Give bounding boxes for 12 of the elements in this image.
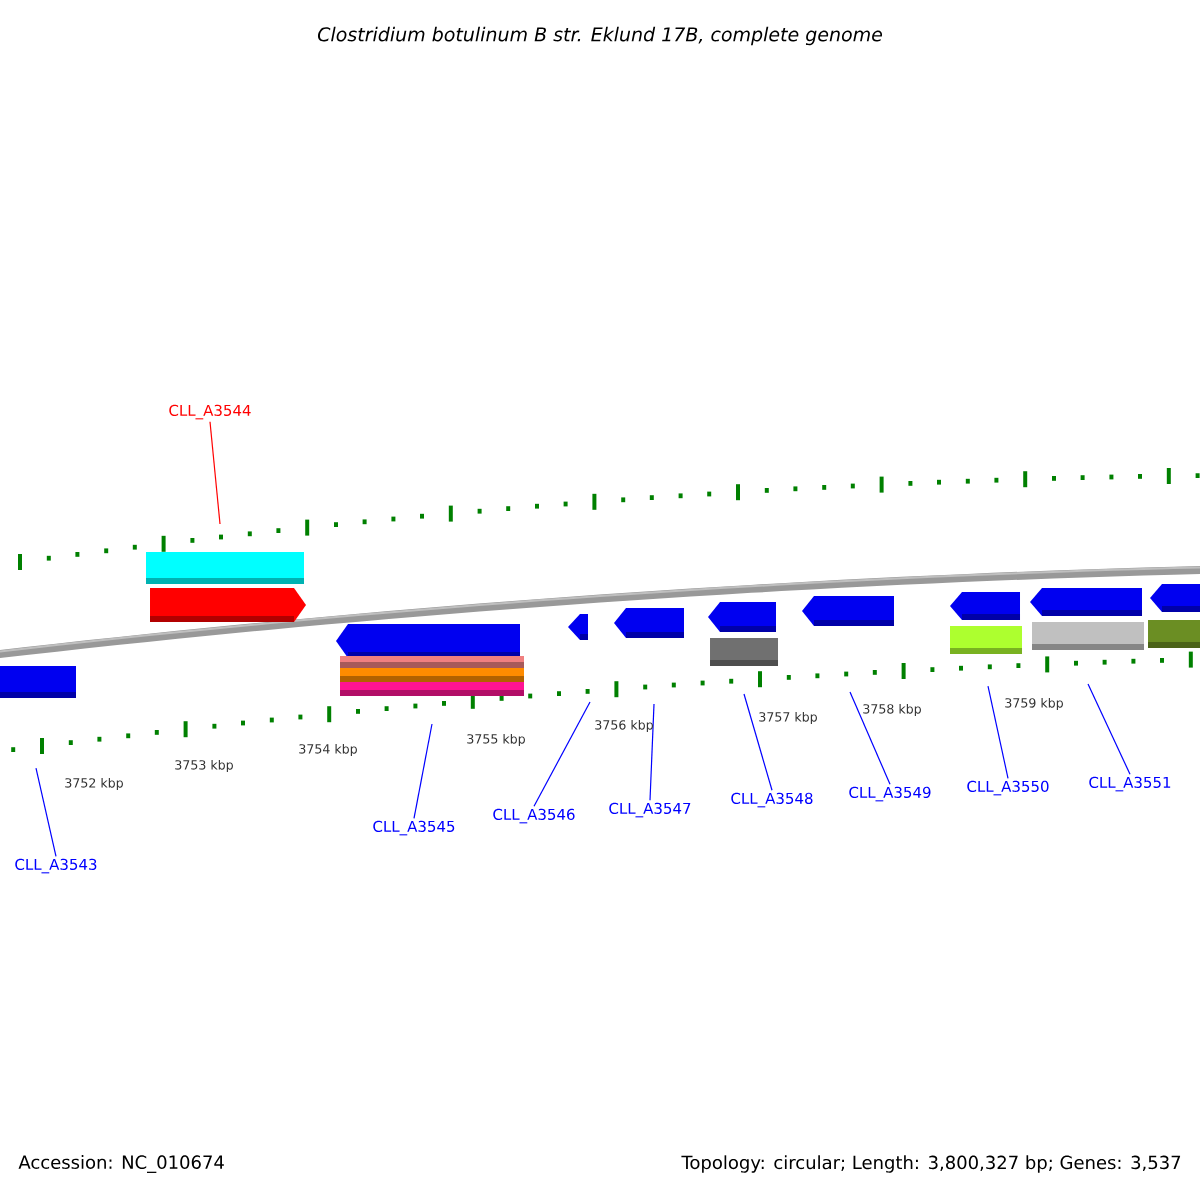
leader-line: [743, 693, 773, 791]
leader-line: [849, 691, 891, 785]
footer-text: Accession: NC_010674: [18, 1155, 224, 1173]
leader-line: [987, 685, 1009, 779]
leader-line: [413, 723, 433, 819]
footer-text: Topology: circular; Length: 3,800,327 bp; Genes: 3,537: [681, 1155, 1181, 1173]
leader-line: [35, 767, 57, 857]
leader-line: [649, 703, 655, 801]
leader-line: [1087, 683, 1131, 775]
leader-line: [533, 701, 591, 807]
leader-line: [209, 421, 221, 525]
title: Clostridium botulinum B str. Eklund 17B, complete genome: [317, 26, 883, 46]
